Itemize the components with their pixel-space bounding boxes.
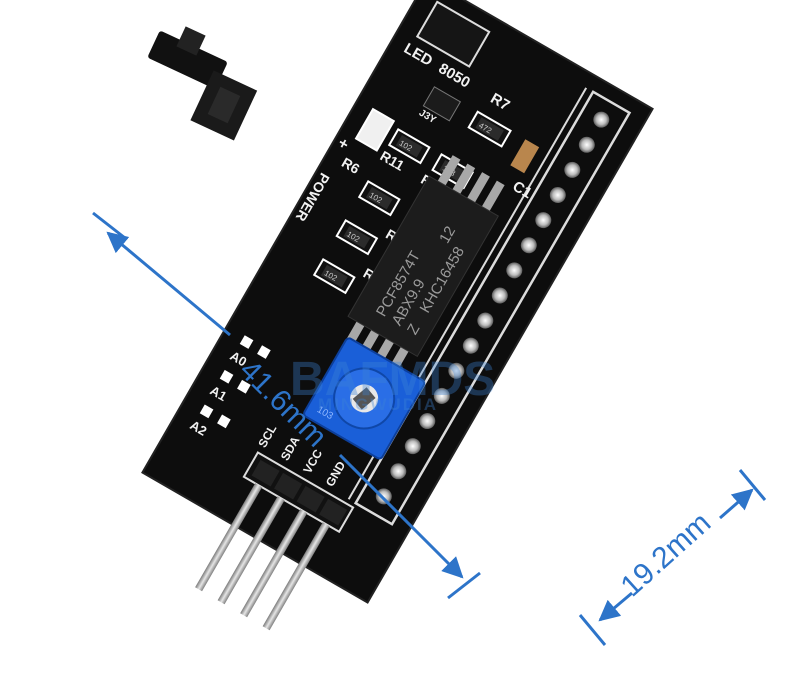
svg-text:12: 12: [436, 223, 459, 246]
contrast-potentiometer[interactable]: 103: [303, 337, 426, 460]
silk-a1: A1: [208, 383, 230, 404]
svg-text:BAFMDS: BAFMDS: [290, 353, 495, 406]
width-dimension: 19.2mm: [578, 469, 767, 646]
capacitor-c1: [510, 139, 540, 174]
svg-text:MINGWUDIA: MINGWUDIA: [318, 395, 438, 414]
silk-a2: A2: [188, 417, 210, 438]
resistor-r1: 102: [312, 257, 356, 295]
transistor-8050: [422, 86, 462, 122]
resistor-r6: 102: [357, 180, 401, 217]
silk-a0: A0: [228, 348, 250, 369]
led-jumper-header: [415, 0, 491, 68]
lcd-header-pads: [375, 111, 610, 505]
address-jumpers: [199, 335, 271, 429]
header-strip: [353, 90, 632, 526]
power-led: [354, 107, 396, 152]
resistor-r7: 472: [467, 110, 512, 148]
watermark: BAFMDS MINGWUDIA: [290, 353, 495, 414]
pcf8574t-chip: PCF8574T ABX9.9 12 Z KHC16458: [341, 155, 505, 378]
resistor-r11: 102: [387, 128, 431, 165]
width-label: 19.2mm: [615, 506, 718, 603]
silk-r6: R6: [339, 154, 363, 177]
resistor-r5: 102: [335, 218, 379, 256]
jumper-cap: [148, 26, 258, 141]
i2c-pins: [195, 483, 330, 631]
